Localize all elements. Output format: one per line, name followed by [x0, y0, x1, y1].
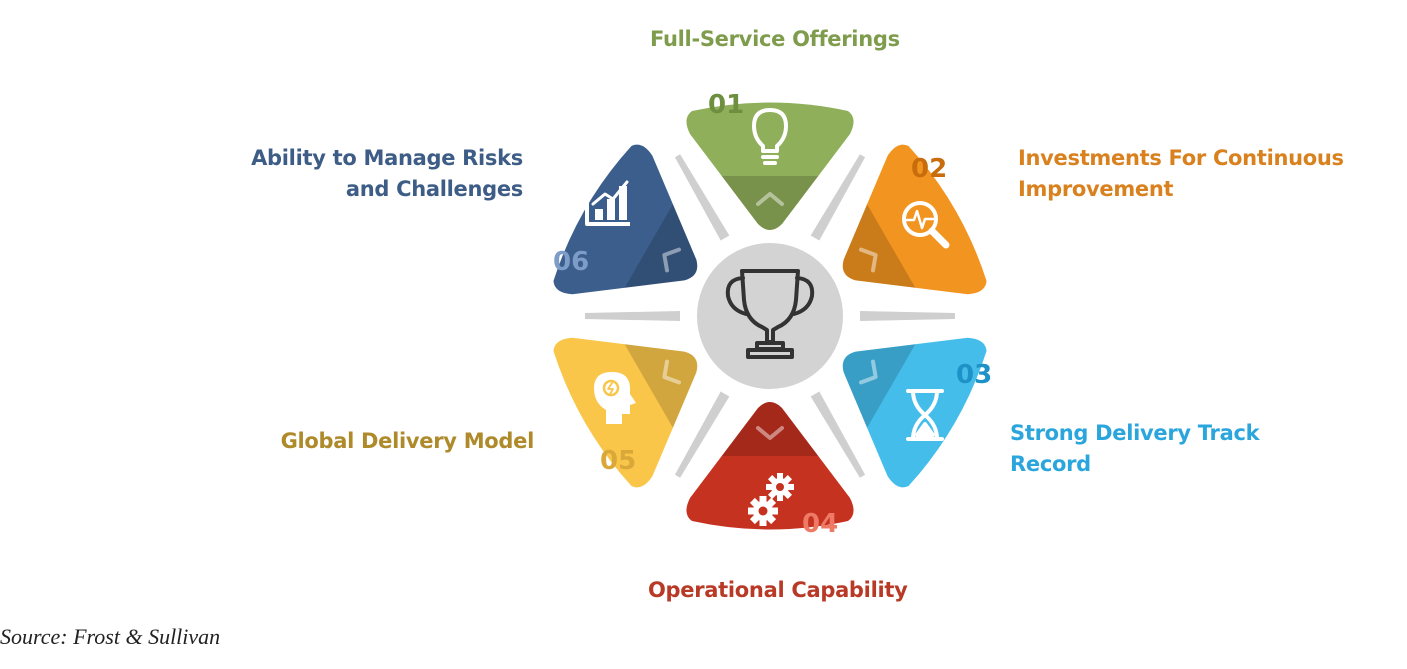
lightbulb-icon	[752, 108, 788, 165]
chevron-icon	[662, 247, 682, 273]
petal-01	[686, 102, 854, 230]
spoke	[810, 391, 866, 478]
chevron-icon	[858, 359, 878, 385]
label-line: Operational Capability	[648, 578, 908, 602]
label-ability-manage-risks: Ability to Manage Risks and Challenges	[251, 143, 523, 205]
label-line: Ability to Manage Risks	[251, 146, 523, 170]
petal-number-02: 02	[911, 154, 947, 184]
petal-number-03: 03	[956, 360, 992, 390]
gears-icon	[748, 473, 794, 526]
petal-number-06: 06	[553, 247, 589, 277]
label-global-delivery-model: Global Delivery Model	[280, 426, 535, 457]
petal-number-05: 05	[600, 446, 636, 476]
label-line: and Challenges	[345, 177, 523, 201]
chevron-icon	[858, 247, 878, 273]
magnifier-pulse-icon	[902, 201, 950, 249]
petal-number-04: 04	[802, 509, 838, 539]
spoke	[585, 311, 680, 321]
label-line: Global Delivery Model	[280, 429, 535, 453]
spoke	[674, 391, 730, 478]
bar-chart-icon	[585, 180, 630, 226]
chevron-icon	[756, 426, 784, 440]
center-hub	[691, 237, 849, 395]
head-idea-icon	[594, 372, 636, 424]
spoke	[810, 154, 866, 241]
label-line: Record	[1010, 452, 1091, 476]
chevron-icon	[756, 192, 784, 206]
petal-number-01: 01	[708, 90, 744, 120]
chevron-icon	[662, 359, 682, 385]
source-note: Source: Frost & Sullivan	[0, 624, 221, 649]
petal-shape	[842, 337, 987, 488]
label-line: Full-Service Offerings	[650, 27, 900, 51]
spoke	[674, 154, 730, 241]
spokes	[585, 154, 955, 478]
label-line: Strong Delivery Track	[1010, 421, 1260, 445]
spoke	[860, 311, 955, 321]
petal-shape	[686, 402, 854, 530]
label-investments-continuous-improvement: Investments For Continuous Improvement	[1018, 143, 1344, 205]
label-full-service-offerings: Full-Service Offerings	[650, 24, 900, 55]
label-line: Investments For Continuous	[1018, 146, 1344, 170]
hourglass-icon	[906, 389, 944, 441]
hub-circle	[691, 237, 849, 395]
label-line: Improvement	[1018, 177, 1174, 201]
petal-shape	[686, 102, 854, 230]
trophy-icon	[725, 269, 815, 359]
label-strong-delivery-track-record: Strong Delivery Track Record	[1010, 418, 1260, 480]
label-operational-capability: Operational Capability	[648, 575, 908, 606]
